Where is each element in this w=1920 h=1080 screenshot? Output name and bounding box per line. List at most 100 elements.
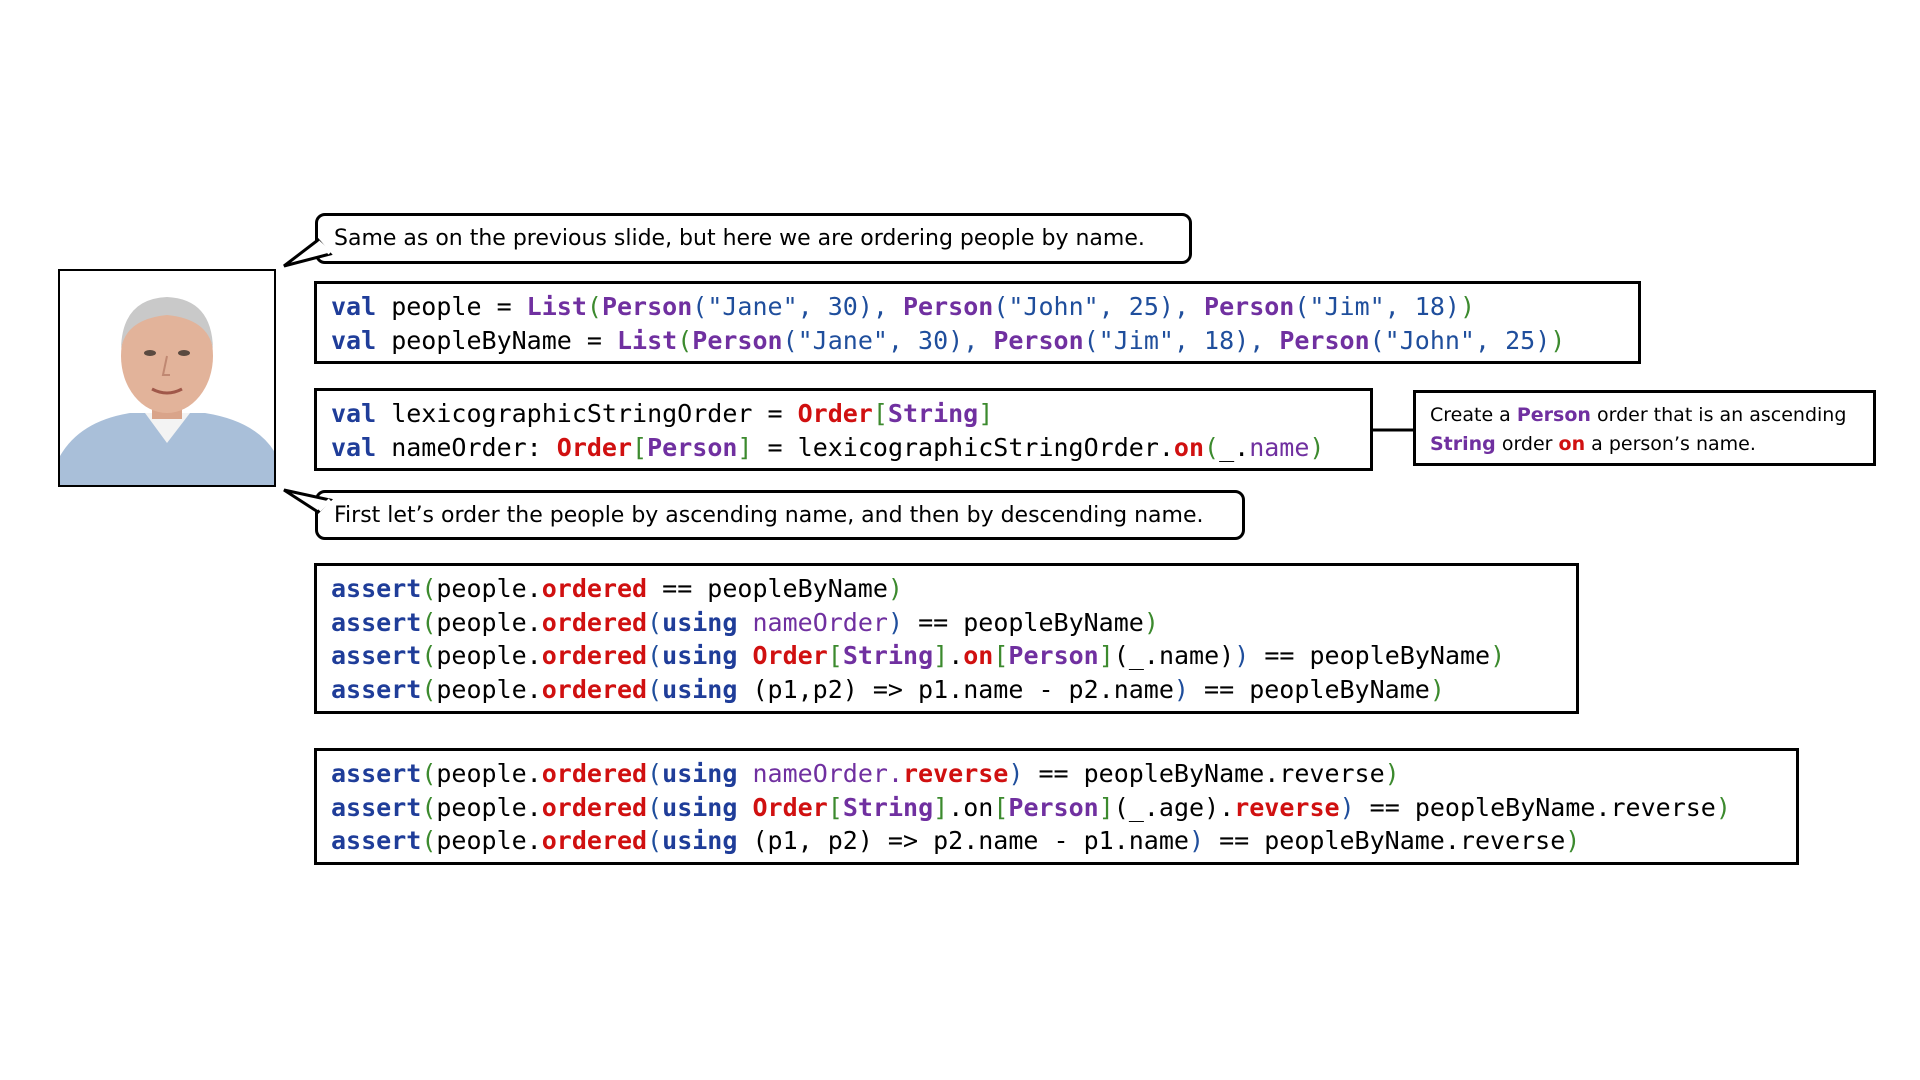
- function-token: ordered: [541, 826, 648, 855]
- bracket-token: ): [1339, 792, 1355, 822]
- keyword-token: using: [662, 792, 738, 822]
- bracket-token: ): [1444, 292, 1460, 321]
- keyword-token: using: [662, 759, 738, 788]
- keyword-token: val: [331, 399, 377, 428]
- code-line: val nameOrder: Order[Person] = lexicogra…: [331, 431, 1370, 465]
- bracket-token: ): [1490, 641, 1506, 670]
- bracket-token: ): [1173, 674, 1189, 704]
- code-token: == peopleByName.reverse: [1354, 792, 1716, 822]
- bracket-token: (: [647, 792, 663, 822]
- type-token: Person: [1008, 641, 1099, 670]
- note-text: Create a: [1430, 404, 1517, 426]
- code-line: val lexicographicStringOrder = Order[Str…: [331, 397, 1370, 431]
- type-token: Person: [1204, 292, 1295, 321]
- code-token: (_.name): [1113, 641, 1235, 670]
- bracket-token: ): [887, 574, 903, 603]
- code-token: _.: [1219, 432, 1250, 462]
- speech-bubble-bottom: First let’s order the people by ascendin…: [315, 490, 1245, 540]
- note-box: Create a Person order that is an ascendi…: [1413, 390, 1876, 466]
- function-token: Order: [752, 792, 828, 822]
- bracket-token: (: [647, 759, 663, 788]
- keyword-token: val: [331, 292, 377, 321]
- keyword-token: using: [662, 607, 738, 637]
- note-line-1: Create a Person order that is an ascendi…: [1430, 401, 1863, 430]
- code-token: == peopleByName.reverse: [1204, 826, 1566, 855]
- bracket-token: ("Jim",: [1294, 292, 1415, 321]
- type-token: Person: [692, 325, 783, 355]
- bracket-token: ]: [737, 432, 753, 462]
- code-token: people.: [436, 674, 542, 704]
- bracket-token: (: [647, 826, 663, 855]
- bracket-token: ): [1143, 607, 1159, 637]
- type-token: List: [616, 325, 678, 355]
- number-token: 30: [827, 292, 858, 321]
- code-token: == peopleByName: [903, 607, 1144, 637]
- code-token: peopleByName =: [376, 325, 617, 355]
- bracket-token: ): [1384, 759, 1400, 788]
- number-token: 30: [918, 325, 949, 355]
- code-line: assert(people.ordered(using (p1, p2) => …: [331, 824, 1796, 858]
- function-token: on: [1173, 432, 1205, 462]
- keyword-token: val: [331, 432, 377, 462]
- function-token: ordered: [541, 607, 648, 637]
- function-token: Order: [556, 432, 633, 462]
- function-token: reverse: [903, 759, 1009, 788]
- code-token: == peopleByName: [1188, 674, 1430, 704]
- code-block-name-order: val lexicographicStringOrder = Order[Str…: [314, 388, 1373, 471]
- code-token: [737, 608, 752, 637]
- code-token: people.: [436, 574, 542, 603]
- code-token: [737, 641, 752, 670]
- keyword-token: assert: [331, 607, 422, 637]
- bracket-token: (: [421, 792, 437, 822]
- note-text: a person’s name.: [1585, 433, 1756, 455]
- bracket-token: (: [421, 607, 437, 637]
- code-token: people.: [436, 826, 542, 855]
- bracket-token: (: [647, 607, 663, 637]
- code-token: (_.age).: [1113, 792, 1235, 822]
- note-string-keyword: String: [1430, 433, 1496, 455]
- bracket-token: [: [632, 432, 648, 462]
- code-token: .: [948, 641, 964, 670]
- code-line: assert(people.ordered(using Order[String…: [331, 791, 1796, 825]
- bracket-token: (: [647, 641, 663, 670]
- keyword-token: assert: [331, 759, 422, 788]
- type-token: Person: [903, 292, 994, 321]
- code-token: [737, 793, 752, 822]
- bracket-token: (: [421, 574, 437, 603]
- type-token: Person: [1279, 325, 1370, 355]
- function-token: on: [963, 641, 994, 670]
- type-token: Person: [1008, 792, 1099, 822]
- note-person-keyword: Person: [1516, 404, 1591, 426]
- bracket-token: [: [827, 792, 843, 822]
- code-line: val peopleByName = List(Person("Jane", 3…: [331, 324, 1638, 358]
- code-token: people.: [436, 607, 542, 637]
- code-token: == peopleByName: [1249, 641, 1491, 670]
- bracket-token: ]: [1098, 641, 1114, 670]
- bracket-token: [: [993, 792, 1009, 822]
- bracket-token: ): [1429, 674, 1445, 704]
- bracket-token: ("Jane",: [782, 325, 919, 355]
- type-token: String: [842, 792, 934, 822]
- bracket-token: ): [1459, 292, 1476, 321]
- bracket-token: (: [677, 325, 693, 355]
- code-token: .on: [948, 792, 994, 822]
- note-text: order that is an ascending: [1590, 404, 1847, 426]
- type-token: String: [887, 399, 979, 428]
- bracket-token: ): [1309, 432, 1325, 462]
- code-token: people.: [436, 792, 542, 822]
- type-token: List: [526, 292, 587, 321]
- note-text: order: [1495, 433, 1559, 455]
- identifier-token: nameOrder.: [752, 759, 903, 788]
- bracket-token: [: [872, 399, 888, 428]
- note-on-keyword: on: [1558, 433, 1586, 455]
- type-token: Person: [601, 292, 693, 321]
- presenter-photo: [58, 269, 276, 487]
- bracket-token: ),: [857, 292, 903, 321]
- keyword-token: assert: [331, 574, 422, 603]
- keyword-token: using: [662, 674, 738, 704]
- function-token: ordered: [541, 674, 648, 704]
- type-token: Person: [647, 432, 738, 462]
- function-token: ordered: [541, 792, 648, 822]
